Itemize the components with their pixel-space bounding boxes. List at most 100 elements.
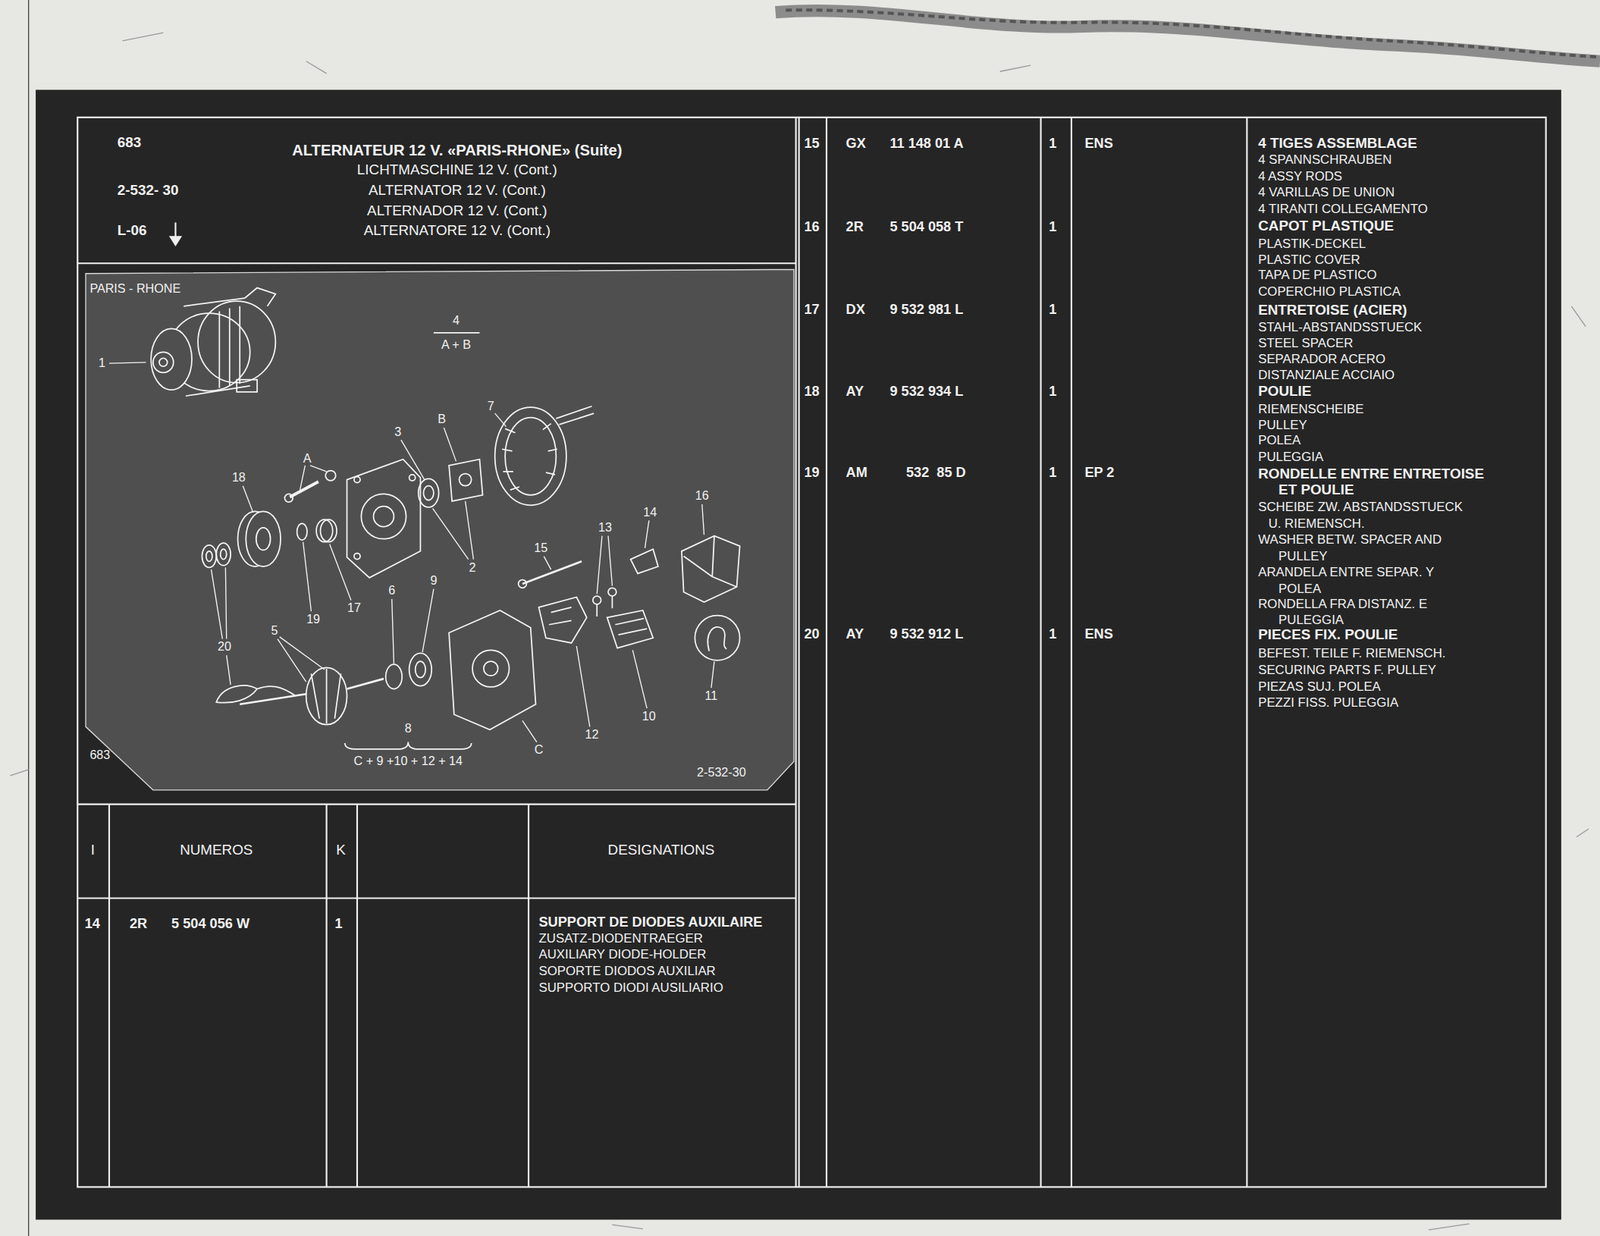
leader-lines-part [422,589,434,653]
callout-number: 17 [347,600,361,615]
exploded-view-part [256,527,271,551]
table-grid-part [77,803,796,806]
leader-lines-part [303,542,312,612]
callout-number: 18 [232,470,246,485]
exploded-view-part [592,596,602,605]
exploded-view-part [201,545,217,568]
table-grid-part [1040,117,1042,1188]
exploded-view-part [320,519,338,543]
exploded-view-part [549,607,572,625]
assembly-code: ENS [1084,135,1113,153]
exploded-view-part [345,742,472,750]
callout-number: 3 [394,424,402,440]
part-number: 532 85 D [906,464,967,482]
item-number: 20 [803,626,819,644]
exploded-view-part [373,506,395,528]
callout-number: 15 [533,540,548,556]
designation-translation: PULEGGIA [1258,449,1324,465]
part-number: 11 148 01 A [889,135,964,153]
callout-number: 12 [585,727,600,742]
designation-translation: DISTANZIALE ACCIAIO [1258,367,1395,383]
table-grid-part [1245,117,1248,1188]
callout-number: 7 [487,398,495,414]
callout-number: 11 [705,688,719,703]
prefix-code: AY [846,626,865,644]
prefix-code: DX [846,301,866,319]
exploded-view-part [297,523,308,540]
exploded-view-part [681,536,741,603]
quantity: 1 [1048,626,1057,644]
exploded-view-part [522,561,582,584]
maker-label: PARIS - RHONE [89,281,181,296]
designation-translation: POLEA [1258,432,1301,449]
item-number: 18 [803,383,819,401]
plate-reference: 2-532- 30 [117,181,179,200]
exploded-view-part [607,610,654,649]
prefix-code: AM [846,464,868,482]
leader-lines-part [632,649,647,709]
table-grid-part [326,804,328,1188]
exploded-view-part [518,580,528,589]
prefix-code: GX [846,135,866,153]
column-header: I [90,841,95,860]
callout-number: A [303,451,312,466]
designation-translation: STAHL-ABSTANDSSTUECK [1258,320,1422,336]
table-grid-part [798,117,800,1188]
leader-lines-part [702,504,705,535]
exploded-view-part [415,661,426,678]
paper-marks-part [28,0,29,1236]
part-number: 5 504 058 T [889,219,964,236]
callout-number: C [534,742,544,757]
exploded-view-part [354,553,361,560]
exploded-view-part [423,486,433,501]
exploded-view-part [409,652,433,686]
designation-translation: 4 SPANNSCHRAUBEN [1258,152,1392,168]
item-number: 14 [84,916,101,933]
designation-translation: 4 TIRANTI COLLEGAMENTO [1258,201,1428,217]
callout-number: 5 [270,623,278,638]
exploded-view-part [239,693,306,704]
quantity: 1 [1048,135,1057,153]
exploded-view-part [495,407,567,506]
exploded-view-part [284,493,293,502]
quantity: 1 [1048,464,1057,482]
table-grid [77,117,1546,1188]
exploded-view-part [596,604,598,617]
exploded-view-part [448,459,483,502]
exploded-view-part [310,668,341,725]
callout-number: 14 [643,505,657,520]
leader-lines-part [211,567,227,639]
table-grid-part [527,804,530,1188]
exploded-view-part [614,618,647,636]
heading-marks [170,222,181,245]
designation-translation: BEFEST. TEILE F. RIEMENSCH. [1258,646,1446,662]
quantity: 1 [1048,383,1057,401]
exploded-view-part [448,610,536,730]
heading-translation: ALTERNADOR 12 V. (Cont.) [367,202,548,220]
quantity: 1 [1048,301,1057,319]
prefix-code: 2R [129,916,148,933]
heading-marks-part [170,236,181,245]
exploded-view-part [433,332,480,334]
table-grid-part [77,897,796,899]
designation-translation: PLASTIC COVER [1258,252,1361,268]
exploded-view-part [630,549,659,574]
sheet-number: 683 [117,134,142,152]
exploded-view-part [347,678,384,689]
leader-lines-part [277,636,325,682]
table-grid-part [825,117,828,1188]
page-title: ALTERNATEUR 12 V. «PARIS-RHONE» (Suite) [291,141,622,160]
part-number: 5 504 056 W [171,916,250,933]
callout-number: 4 [452,313,460,328]
exploded-view-part [608,587,617,597]
exploded-view-part [707,627,727,652]
part-number: 9 532 912 L [889,626,964,644]
designation-translation: SUPPORTO DIODI AUSILIARIO [539,980,724,996]
exploded-view-part [409,474,416,481]
exploded-view-part [611,596,614,609]
callout-number: 19 [306,611,320,627]
exploded-view-part [459,473,472,487]
